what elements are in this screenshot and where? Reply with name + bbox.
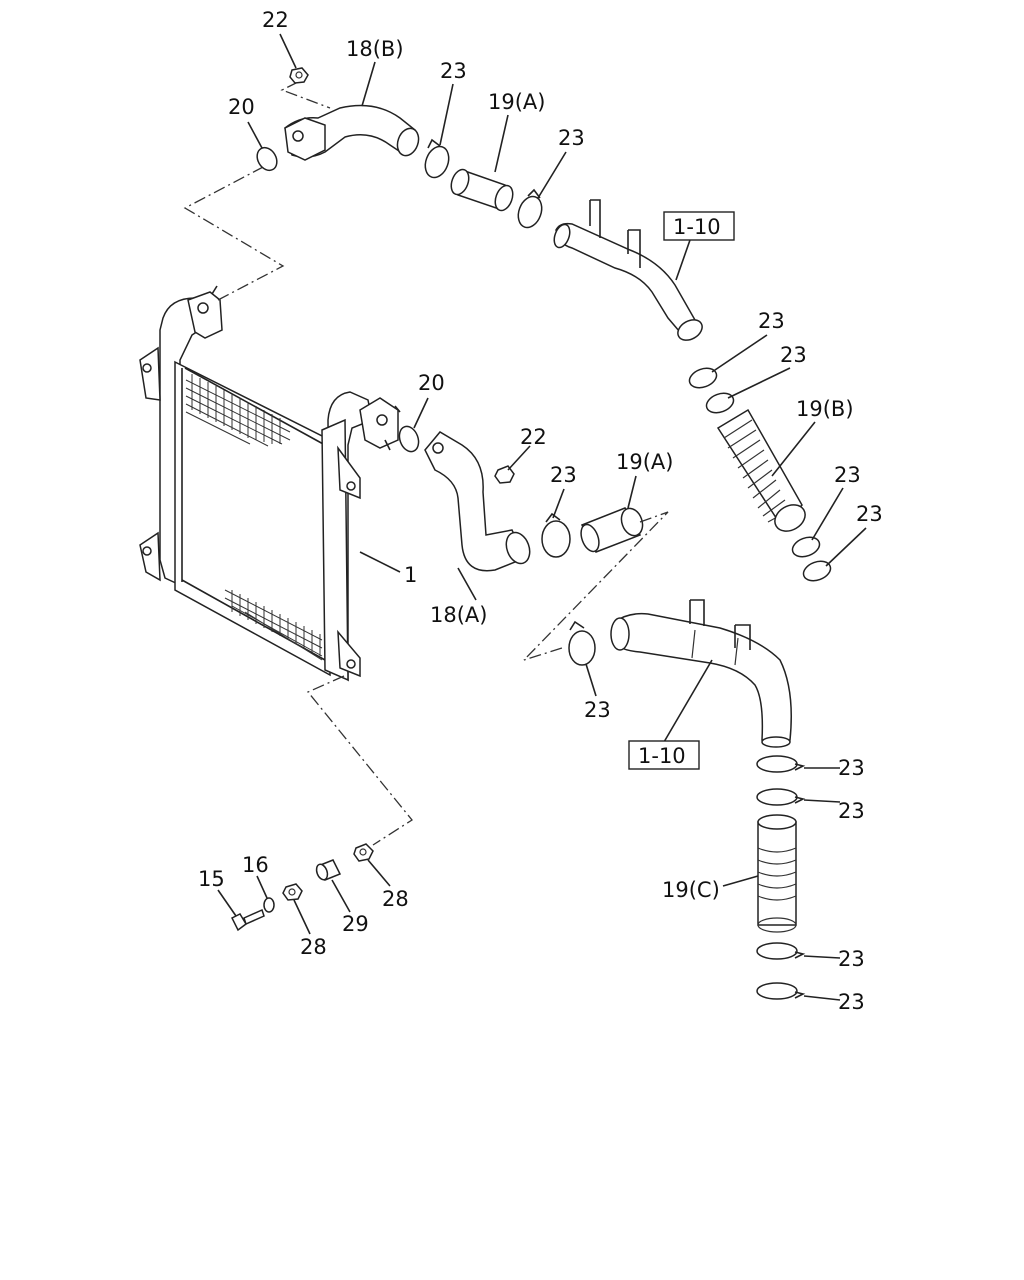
core-fins-bottom bbox=[224, 589, 323, 661]
callout-23-b: 23 bbox=[558, 126, 585, 150]
callout-23-f: 23 bbox=[856, 502, 883, 526]
callout-22-mid: 22 bbox=[520, 425, 547, 449]
leader-lines bbox=[217, 33, 867, 1001]
middle-air-route bbox=[398, 425, 806, 1000]
callout-20-mid: 20 bbox=[418, 371, 445, 395]
callout-28-right: 28 bbox=[382, 887, 409, 911]
callout-16: 16 bbox=[242, 853, 269, 877]
upper-air-route bbox=[183, 67, 832, 582]
callout-19b: 19(B) bbox=[796, 397, 854, 421]
callout-29: 29 bbox=[342, 912, 369, 936]
callout-28-left: 28 bbox=[300, 935, 327, 959]
callout-23-a: 23 bbox=[440, 59, 467, 83]
mounting-hardware bbox=[230, 675, 413, 932]
callout-18a: 18(A) bbox=[430, 603, 487, 627]
callout-23-e: 23 bbox=[834, 463, 861, 487]
callout-23-i: 23 bbox=[838, 756, 865, 780]
nut-22-top bbox=[289, 67, 309, 84]
callout-23-g: 23 bbox=[550, 463, 577, 487]
core-fins-top bbox=[185, 374, 291, 447]
callout-23-j: 23 bbox=[838, 799, 865, 823]
intercooler-core bbox=[139, 285, 401, 682]
nut-22-mid bbox=[494, 465, 515, 484]
reference-box-top bbox=[663, 211, 735, 241]
callout-22-top: 22 bbox=[262, 8, 289, 32]
callout-23-h: 23 bbox=[584, 698, 611, 722]
callout-23-d: 23 bbox=[780, 343, 807, 367]
callout-19a-top: 19(A) bbox=[488, 90, 545, 114]
callout-23-k: 23 bbox=[838, 947, 865, 971]
callout-23-l: 23 bbox=[838, 990, 865, 1014]
callout-20-top: 20 bbox=[228, 95, 255, 119]
callout-15: 15 bbox=[198, 867, 225, 891]
reference-box-bottom bbox=[628, 740, 700, 770]
hose-19b bbox=[716, 408, 806, 532]
callout-1: 1 bbox=[404, 563, 417, 587]
callout-ref-top: 1-10 bbox=[673, 215, 721, 239]
callout-labels: 22 18(B) 20 23 19(A) 23 1-10 23 23 19(B)… bbox=[198, 8, 883, 1014]
callout-23-c: 23 bbox=[758, 309, 785, 333]
callout-19c: 19(C) bbox=[662, 878, 720, 902]
hose-19c bbox=[757, 814, 797, 933]
callout-ref-bottom: 1-10 bbox=[638, 744, 686, 768]
o-ring-20-top bbox=[256, 146, 278, 172]
callout-19a-mid: 19(A) bbox=[616, 450, 673, 474]
o-ring-20-mid bbox=[398, 425, 420, 453]
callout-18b: 18(B) bbox=[346, 37, 404, 61]
